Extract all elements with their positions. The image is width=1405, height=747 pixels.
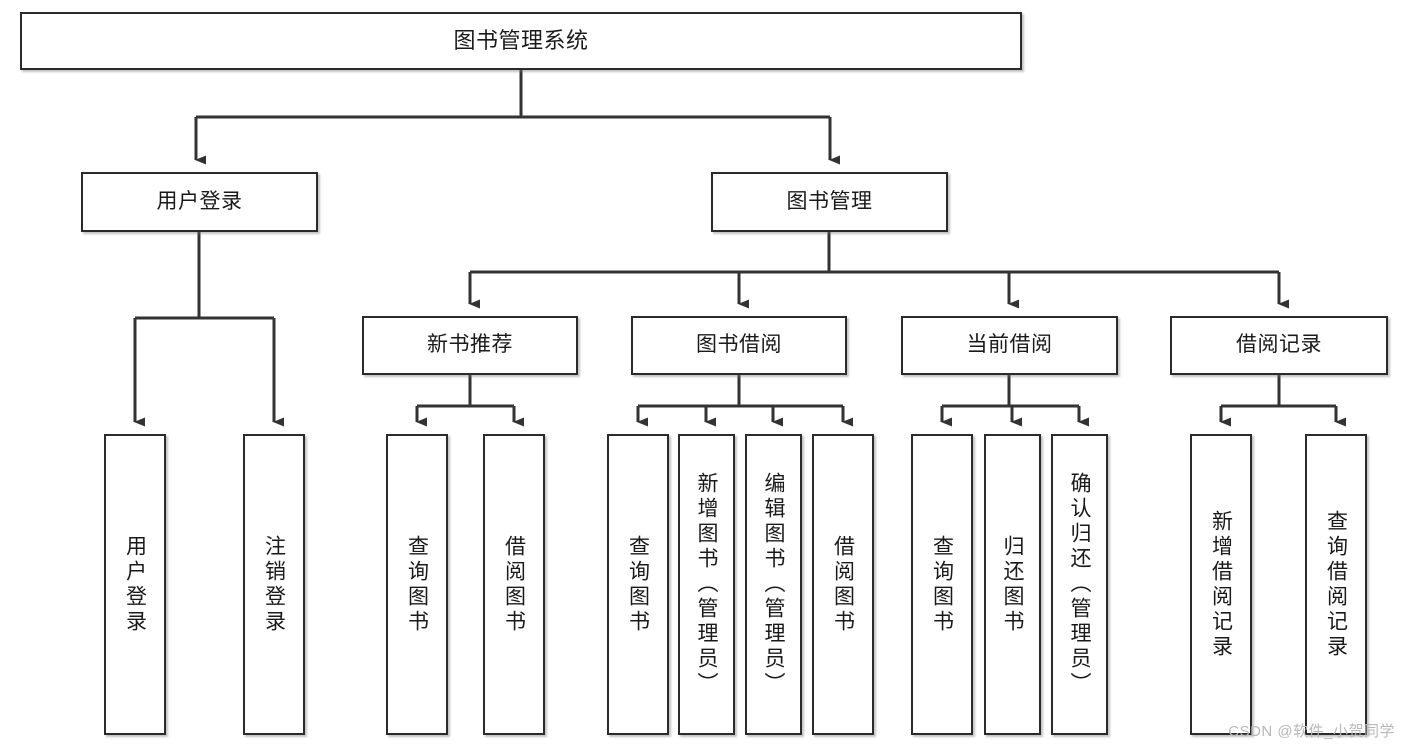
node-leaf-query-book-2-label: 查询图书 bbox=[626, 534, 650, 635]
node-user-login[interactable]: 用户登录 bbox=[81, 172, 318, 232]
node-leaf-add-record-label: 新增借阅记录 bbox=[1209, 509, 1233, 660]
node-new-book-recommend-label: 新书推荐 bbox=[427, 333, 513, 357]
node-leaf-return-book[interactable]: 归还图书 bbox=[984, 434, 1041, 735]
node-leaf-query-book-3[interactable]: 查询图书 bbox=[911, 434, 973, 735]
node-book-manage[interactable]: 图书管理 bbox=[711, 172, 948, 232]
node-user-login-label: 用户登录 bbox=[156, 189, 243, 213]
node-root-label: 图书管理系统 bbox=[453, 28, 589, 54]
node-leaf-query-book-2[interactable]: 查询图书 bbox=[607, 434, 669, 735]
node-leaf-borrow-book-1[interactable]: 借阅图书 bbox=[483, 434, 545, 735]
node-borrow-record[interactable]: 借阅记录 bbox=[1170, 316, 1388, 375]
node-leaf-edit-book-label: 编辑图书（管理员） bbox=[762, 472, 785, 697]
node-leaf-add-book-label: 新增图书（管理员） bbox=[695, 472, 718, 697]
node-leaf-logout[interactable]: 注销登录 bbox=[243, 434, 305, 735]
node-leaf-confirm-return-label: 确认归还（管理员） bbox=[1068, 472, 1091, 697]
node-book-borrow[interactable]: 图书借阅 bbox=[631, 316, 847, 375]
node-current-borrow-label: 当前借阅 bbox=[966, 333, 1053, 357]
node-leaf-query-book-1[interactable]: 查询图书 bbox=[386, 434, 448, 735]
node-book-borrow-label: 图书借阅 bbox=[696, 333, 782, 357]
node-leaf-query-book-1-label: 查询图书 bbox=[405, 534, 429, 635]
node-leaf-borrow-book-2-label: 借阅图书 bbox=[831, 534, 855, 635]
node-leaf-query-book-3-label: 查询图书 bbox=[930, 534, 954, 635]
node-current-borrow[interactable]: 当前借阅 bbox=[901, 316, 1118, 375]
node-leaf-query-record-label: 查询借阅记录 bbox=[1324, 509, 1348, 660]
node-root[interactable]: 图书管理系统 bbox=[20, 12, 1022, 70]
node-leaf-logout-label: 注销登录 bbox=[262, 534, 286, 635]
node-new-book-recommend[interactable]: 新书推荐 bbox=[362, 316, 578, 375]
node-leaf-edit-book[interactable]: 编辑图书（管理员） bbox=[745, 434, 802, 735]
node-leaf-borrow-book-1-label: 借阅图书 bbox=[502, 534, 526, 635]
node-borrow-record-label: 借阅记录 bbox=[1236, 333, 1322, 357]
watermark: CSDN @软件_小贺同学 bbox=[1228, 723, 1395, 740]
node-leaf-add-record[interactable]: 新增借阅记录 bbox=[1190, 434, 1252, 735]
node-leaf-user-login[interactable]: 用户登录 bbox=[104, 434, 166, 735]
node-book-manage-label: 图书管理 bbox=[786, 189, 873, 213]
node-leaf-confirm-return[interactable]: 确认归还（管理员） bbox=[1051, 434, 1108, 735]
node-leaf-add-book[interactable]: 新增图书（管理员） bbox=[678, 434, 735, 735]
node-leaf-query-record[interactable]: 查询借阅记录 bbox=[1305, 434, 1367, 735]
node-leaf-user-login-label: 用户登录 bbox=[123, 534, 147, 635]
node-leaf-return-book-label: 归还图书 bbox=[1001, 534, 1024, 635]
node-leaf-borrow-book-2[interactable]: 借阅图书 bbox=[812, 434, 874, 735]
